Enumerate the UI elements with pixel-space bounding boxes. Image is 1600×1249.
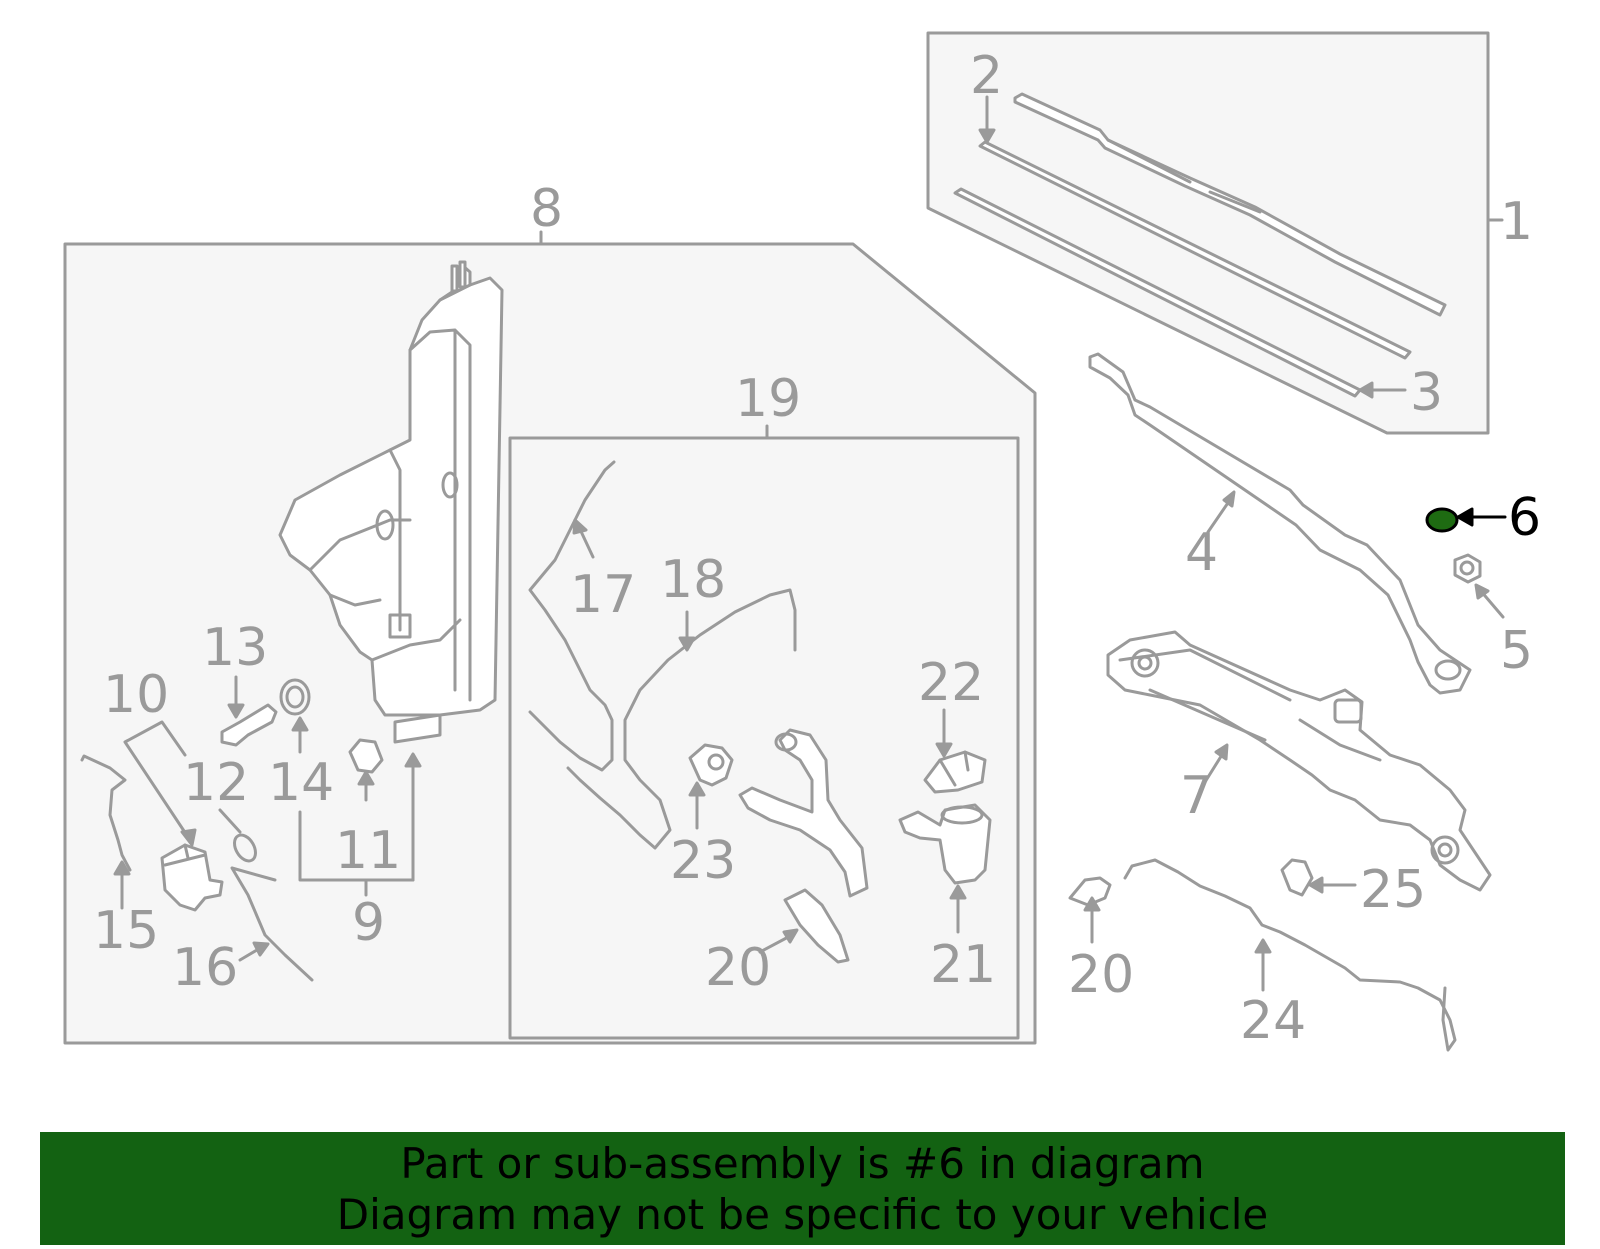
callout-20-outer: 20 xyxy=(1068,945,1134,1005)
callout-15: 15 xyxy=(93,901,159,961)
highlighted-part-cap xyxy=(1425,507,1459,533)
callout-7: 7 xyxy=(1180,766,1213,826)
callout-5: 5 xyxy=(1500,621,1533,681)
hose-24 xyxy=(1123,858,1457,1052)
callout-25: 25 xyxy=(1360,860,1426,920)
callout-17: 17 xyxy=(570,565,636,625)
callout-23: 23 xyxy=(670,831,736,891)
wiper-arm xyxy=(1088,352,1472,695)
callout-13: 13 xyxy=(202,618,268,678)
pump-grommet xyxy=(233,833,257,863)
wiper-blade xyxy=(1013,92,1447,317)
wiper-linkage xyxy=(1106,630,1492,892)
wiper-blade-group-box xyxy=(926,31,1490,435)
callout-8: 8 xyxy=(530,179,563,239)
blade-refill-upper xyxy=(978,140,1412,360)
banner-line-2: Diagram may not be specific to your vehi… xyxy=(336,1189,1269,1239)
hose-18 xyxy=(566,588,797,850)
reservoir-nut xyxy=(348,738,384,774)
callout-24: 24 xyxy=(1240,991,1306,1051)
arm-nut xyxy=(1453,553,1482,584)
callout-1: 1 xyxy=(1500,192,1533,252)
callout-11: 11 xyxy=(335,821,401,881)
callout-18: 18 xyxy=(660,550,726,610)
hose-15 xyxy=(80,754,132,872)
callout-21: 21 xyxy=(930,935,996,995)
callout-10: 10 xyxy=(103,665,169,725)
filler-neck xyxy=(898,803,992,885)
callout-12: 12 xyxy=(183,753,249,813)
callout-19: 19 xyxy=(735,369,801,429)
info-banner: Part or sub-assembly is #6 in diagram Di… xyxy=(40,1132,1565,1245)
hose-16 xyxy=(230,866,314,982)
sensor-seal xyxy=(279,678,311,716)
washer-nozzle-inner xyxy=(783,888,850,964)
callout-20-inner: 20 xyxy=(705,938,771,998)
callout-16: 16 xyxy=(172,938,238,998)
callout-4: 4 xyxy=(1185,523,1218,583)
callout-22: 22 xyxy=(918,653,984,713)
callout-3: 3 xyxy=(1410,363,1443,423)
callout-9: 9 xyxy=(352,893,385,953)
banner-line-1: Part or sub-assembly is #6 in diagram xyxy=(400,1138,1205,1188)
washer-reservoir xyxy=(278,263,504,717)
filler-neck-hose xyxy=(738,728,869,898)
level-sensor xyxy=(220,703,278,747)
callout-2: 2 xyxy=(970,46,1003,106)
hose-clip xyxy=(1280,858,1314,897)
nozzle-group-box xyxy=(508,436,1020,1040)
callout-6-highlighted: 6 xyxy=(1508,488,1541,548)
callout-14: 14 xyxy=(268,753,334,813)
